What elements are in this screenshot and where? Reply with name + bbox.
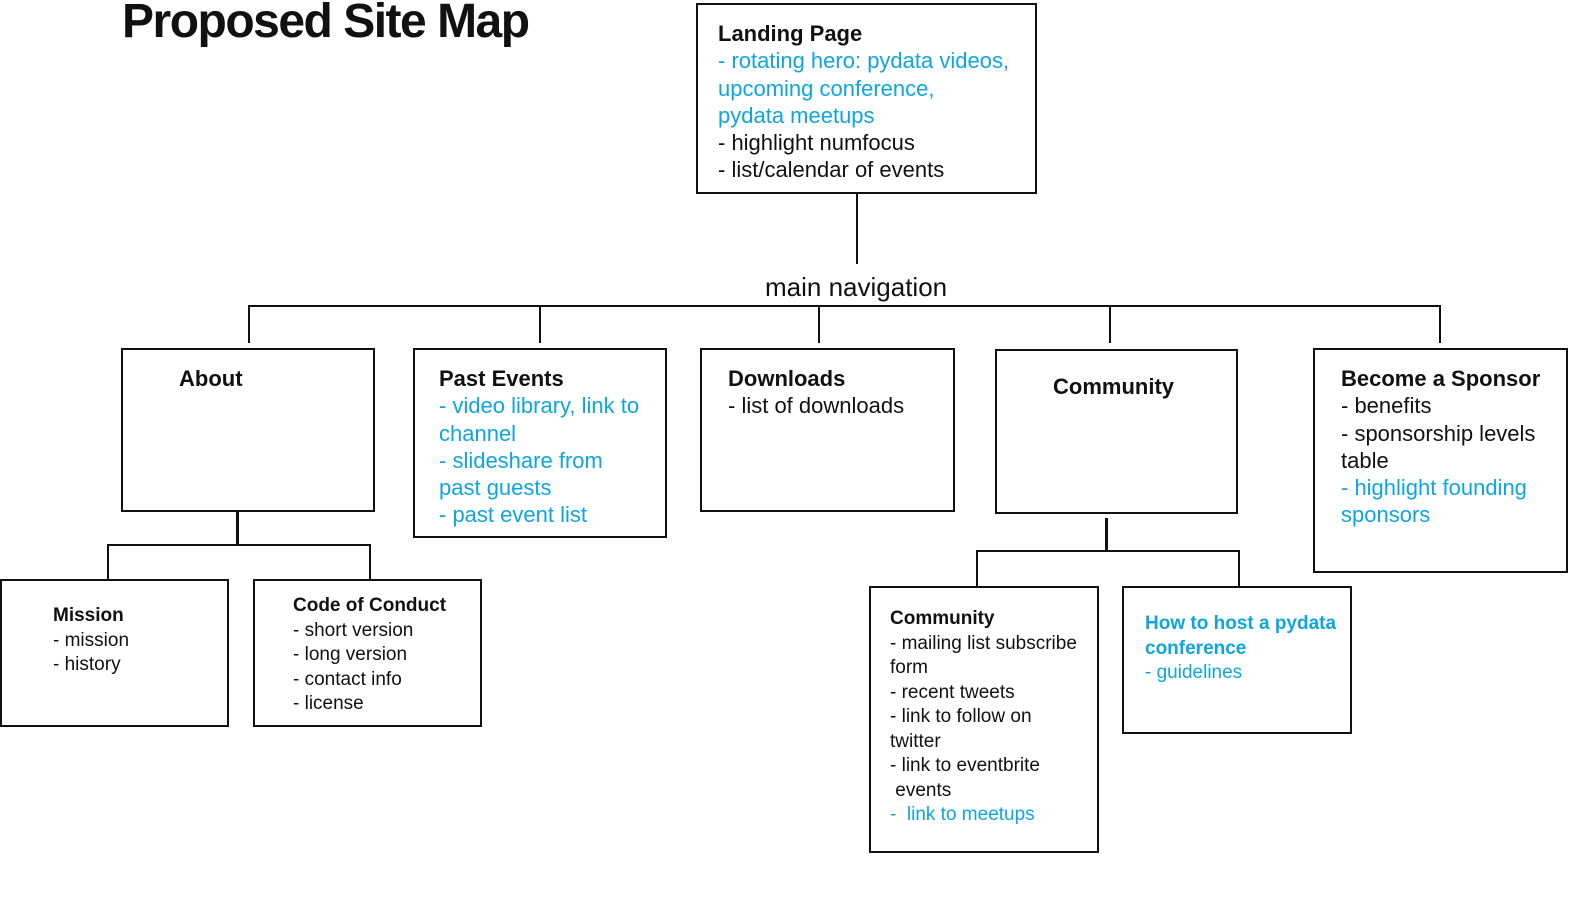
past-events-item: channel	[439, 420, 517, 446]
mission-item: - history	[53, 654, 121, 675]
connector-to-community-sub	[976, 550, 978, 587]
mission-item: - mission	[53, 629, 130, 651]
downloads-item: - list of downloads	[728, 393, 905, 419]
code-of-conduct-title: Code of Conduct	[293, 595, 447, 616]
about-box: About	[121, 348, 375, 512]
community-sub-title: Community	[890, 608, 995, 629]
connector-to-past-events	[539, 305, 541, 343]
sponsor-item: sponsors	[1341, 502, 1431, 528]
community-box: Community	[995, 349, 1238, 514]
connector-landing-down	[856, 192, 858, 264]
connector-community-down	[1105, 518, 1108, 552]
connector-about-down	[236, 511, 239, 546]
sponsor-item: - highlight founding	[1341, 475, 1527, 501]
community-sub-item: form	[890, 657, 928, 678]
community-title: Community	[1053, 374, 1174, 399]
community-sub-item: - recent tweets	[890, 681, 1015, 703]
landing-page-title: Landing Page	[718, 21, 863, 46]
host-conference-title: How to host a pydata	[1145, 613, 1337, 634]
sponsor-box: Become a Sponsor - benefits - sponsorshi…	[1313, 348, 1568, 573]
connector-community-bar	[976, 550, 1240, 552]
sponsor-item: - sponsorship levels	[1341, 420, 1536, 446]
connector-nav-bar	[248, 305, 1441, 307]
connector-about-bar	[107, 544, 371, 546]
landing-item: - highlight numfocus	[718, 130, 915, 156]
connector-to-mission	[107, 544, 109, 580]
past-events-item: past guests	[439, 475, 552, 501]
past-events-item: - slideshare from	[439, 447, 603, 473]
host-conference-box: How to host a pydata conference - guidel…	[1122, 586, 1352, 734]
sponsor-item: table	[1341, 447, 1389, 473]
mission-box: Mission - mission - history	[0, 579, 229, 727]
past-events-item: - video library, link to	[439, 393, 640, 419]
landing-item: - rotating hero: pydata videos,	[718, 48, 1010, 74]
connector-to-about	[248, 305, 250, 343]
landing-page-box: Landing Page - rotating hero: pydata vid…	[696, 3, 1037, 194]
connector-to-code-of-conduct	[369, 544, 371, 580]
community-sub-item: twitter	[890, 730, 941, 752]
landing-item: upcoming conference,	[718, 75, 935, 101]
community-sub-box: Community - mailing list subscribe form …	[869, 586, 1099, 853]
community-sub-item: - link to eventbrite	[890, 755, 1040, 776]
community-sub-item: - link to meetups	[890, 804, 1035, 825]
diagram-title: Proposed Site Map	[122, 0, 530, 48]
code-of-conduct-item: - short version	[293, 619, 414, 641]
downloads-title: Downloads	[728, 366, 846, 391]
about-title: About	[179, 366, 243, 391]
host-conference-item: - guidelines	[1145, 662, 1243, 683]
past-events-box: Past Events - video library, link to cha…	[413, 348, 667, 538]
downloads-box: Downloads - list of downloads	[700, 348, 955, 512]
landing-item: - list/calendar of events	[718, 157, 945, 183]
past-events-item: - past event list	[439, 502, 587, 528]
community-sub-item: - link to follow on	[890, 706, 1032, 727]
sponsor-item: - benefits	[1341, 393, 1432, 419]
code-of-conduct-item: - license	[293, 693, 364, 714]
host-conference-title: conference	[1145, 637, 1247, 659]
past-events-title: Past Events	[439, 366, 564, 391]
connector-to-sponsor	[1439, 305, 1441, 343]
community-sub-item: - mailing list subscribe	[890, 632, 1077, 654]
main-navigation-label: main navigation	[763, 272, 950, 303]
community-sub-item: events	[890, 779, 952, 801]
landing-item: pydata meetups	[718, 102, 875, 128]
connector-to-community	[1109, 305, 1111, 343]
connector-to-host-conference	[1238, 550, 1240, 587]
mission-title: Mission	[53, 605, 124, 626]
connector-to-downloads	[818, 305, 820, 343]
sponsor-title: Become a Sponsor	[1341, 366, 1541, 391]
code-of-conduct-item: - contact info	[293, 668, 402, 690]
code-of-conduct-box: Code of Conduct - short version - long v…	[253, 579, 482, 727]
code-of-conduct-item: - long version	[293, 644, 408, 665]
